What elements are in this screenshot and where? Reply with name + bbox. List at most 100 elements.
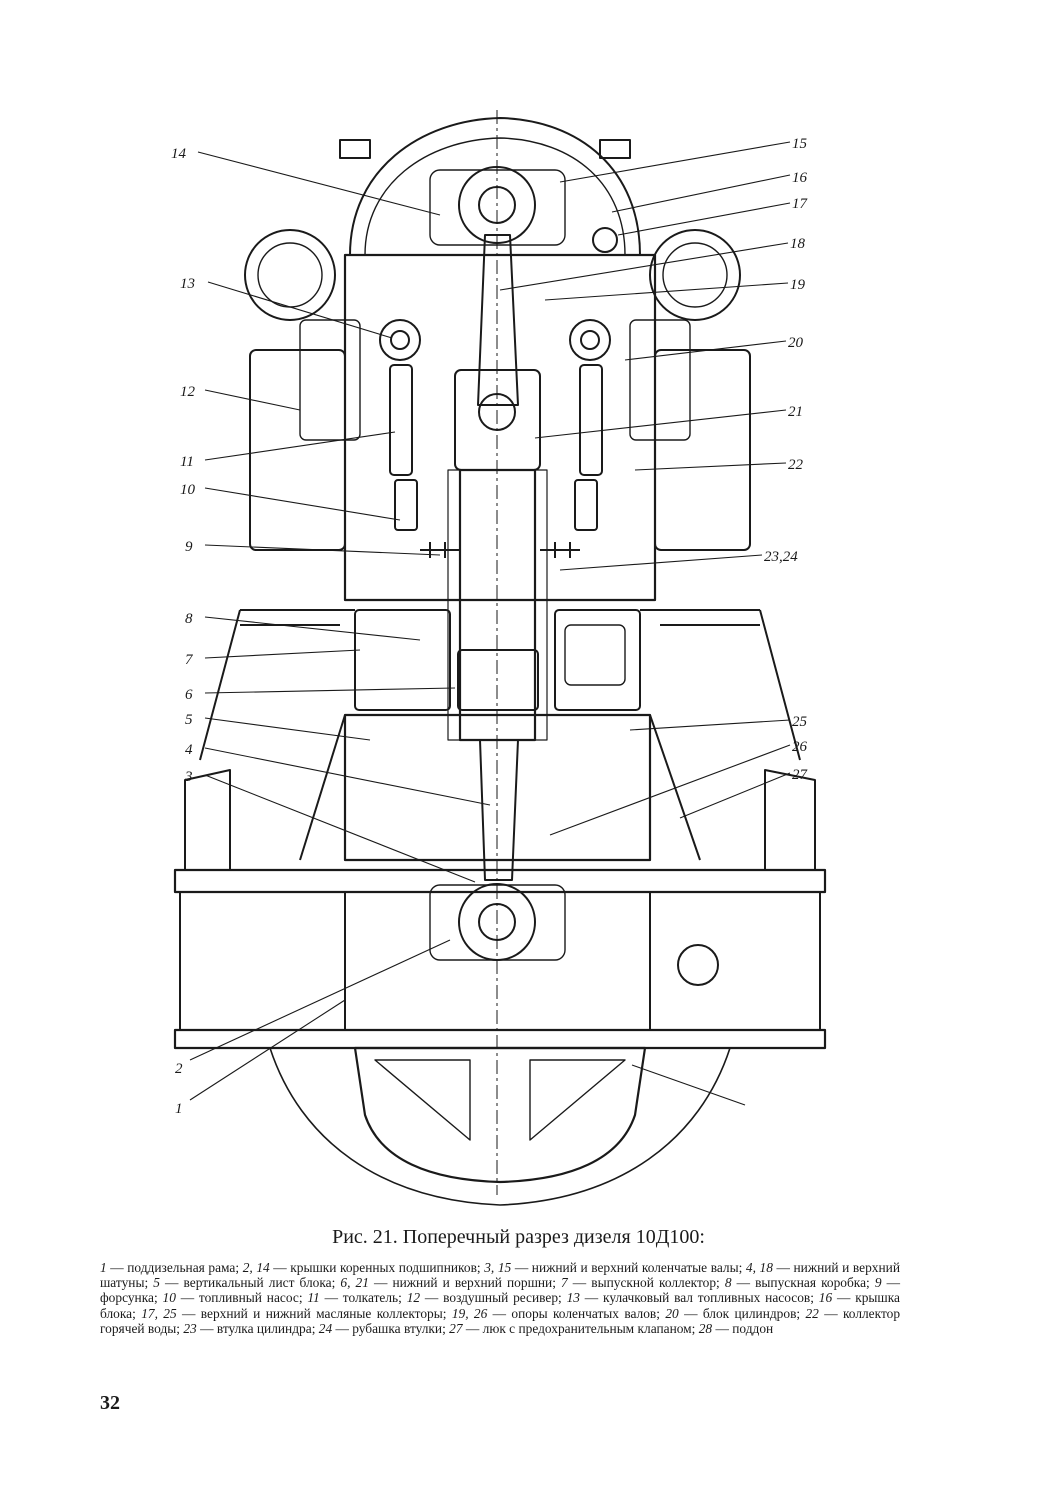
legend-number: 9 (874, 1275, 882, 1291)
pushrod-left (389, 364, 413, 476)
legend-number: 12 (406, 1290, 421, 1306)
legend-number: 10 (162, 1290, 176, 1306)
block-cover-outline (349, 117, 641, 256)
block-cover-inner (364, 137, 626, 256)
callout-27: 27 (792, 767, 809, 783)
callout-23-24: 23,24 (764, 549, 798, 565)
legend-number: 8 (724, 1275, 732, 1291)
frame-arc (269, 1047, 731, 1206)
exhaust-manifold-right (640, 609, 801, 761)
callout-1: 1 (175, 1101, 183, 1117)
vertical-block-sheet-right (649, 714, 701, 861)
fuel-pump-right (574, 479, 598, 531)
legend-number: 22 (805, 1305, 819, 1321)
subbase-frame-right (649, 892, 821, 1030)
callout-3: 3 (184, 769, 193, 785)
legend-text: вертикальный лист блока (183, 1275, 332, 1291)
callout-26: 26 (792, 739, 808, 755)
legend-number: 5 (153, 1275, 160, 1291)
camshaft-left-core (390, 330, 410, 350)
legend-text: топливный насос (198, 1290, 299, 1306)
legend-text: поддон (732, 1320, 774, 1336)
injector-left (420, 542, 460, 558)
upper-oil-manifold (592, 227, 618, 253)
legend-text: поддизельная рама (127, 1260, 236, 1275)
callout-20: 20 (788, 335, 804, 351)
air-receiver-left-inner (257, 242, 323, 308)
callout-17: 17 (792, 196, 809, 212)
page-number: 32 (100, 1392, 120, 1414)
air-receiver-right (649, 229, 741, 321)
engine-cross-section-drawing: 14 15 16 17 18 19 13 20 12 21 11 22 10 2… (171, 110, 827, 1206)
legend-number: 19, 26 (451, 1305, 488, 1321)
right-side-housing (654, 349, 751, 551)
callout-25: 25 (792, 714, 808, 730)
air-receiver-right-inner (662, 242, 728, 308)
legend-text: втулка цилиндра (216, 1320, 312, 1336)
legend-text: выпускной коллектор (591, 1275, 717, 1291)
callout-10: 10 (180, 482, 196, 498)
legend-text: кулачковый вал топливных насосов (603, 1290, 811, 1306)
camshaft-left (379, 319, 421, 361)
air-receiver-left (244, 229, 336, 321)
callout-18: 18 (790, 236, 806, 252)
lower-cylinder-block (343, 713, 652, 862)
fuel-pump-left (394, 479, 418, 531)
legend-number: 16 (818, 1290, 833, 1306)
pushrod-right (579, 364, 603, 476)
callout-9: 9 (185, 539, 193, 555)
leader-lines (189, 141, 791, 1106)
injector-right (540, 542, 580, 558)
callout-4: 4 (185, 742, 193, 758)
legend-text: нижний и верхний коленчатые валы (531, 1260, 739, 1275)
figure-caption-title: Рис. 21. Поперечный разрез дизеля 10Д100… (332, 1226, 705, 1248)
legend-number: 3, 15 (484, 1260, 512, 1275)
oil-pan-rib-right (529, 1059, 626, 1141)
lower-connecting-rod (479, 739, 519, 881)
legend-number: 11 (307, 1290, 320, 1306)
legend-number: 1 (100, 1260, 107, 1275)
legend-text: толкатель (342, 1290, 399, 1306)
callout-2: 2 (175, 1061, 183, 1077)
callout-19: 19 (790, 277, 806, 293)
legend-number: 23 (183, 1320, 197, 1336)
legend-number: 28 (698, 1320, 713, 1336)
legend-number: 13 (566, 1290, 580, 1306)
legend-number: 27 (449, 1320, 463, 1336)
legend-number: 2, 14 (242, 1260, 270, 1275)
frame-right-port (677, 944, 719, 986)
oil-pan (353, 1046, 647, 1184)
exhaust-box-left (354, 609, 451, 711)
subbase-frame-left (179, 892, 346, 1030)
cover-flange-left (339, 139, 371, 159)
camshaft-right-core (580, 330, 600, 350)
callout-7: 7 (185, 652, 194, 668)
left-receiver-box (299, 319, 361, 441)
figure-legend: 1 — поддизельная рама; 2, 14 — крышки ко… (100, 1260, 901, 1336)
legend-text: люк с предохранительным клапаном (482, 1320, 692, 1336)
exhaust-box-right-inner (564, 624, 626, 686)
cover-flange-right (599, 139, 631, 159)
lower-side-wall-right (764, 769, 816, 871)
cylinder-block-upper (343, 253, 657, 602)
right-receiver-box (629, 319, 691, 441)
callout-15: 15 (792, 136, 808, 152)
callout-22: 22 (788, 457, 804, 473)
legend-text: крышка блока (100, 1290, 900, 1321)
callout-12: 12 (180, 384, 196, 400)
upper-main-bearing-cap (429, 169, 566, 246)
oil-pan-rib-left (374, 1059, 471, 1141)
callout-21: 21 (788, 404, 803, 420)
legend-number: 4, 18 (745, 1260, 773, 1275)
legend-text: опоры коленчатых валов (511, 1305, 657, 1321)
legend-number: 17, 25 (141, 1305, 177, 1321)
upper-connecting-rod (477, 234, 519, 406)
legend-text: крышки коренных подшипников (290, 1260, 477, 1275)
subbase-frame-bottom (173, 1028, 827, 1050)
callout-6: 6 (185, 687, 193, 703)
callout-5: 5 (185, 712, 193, 728)
exhaust-box-right (554, 609, 641, 711)
vertical-block-sheet-left (299, 714, 346, 861)
legend-text: нижний и верхний шатуны (100, 1260, 900, 1291)
legend-text: выпускная коробка (755, 1275, 867, 1291)
